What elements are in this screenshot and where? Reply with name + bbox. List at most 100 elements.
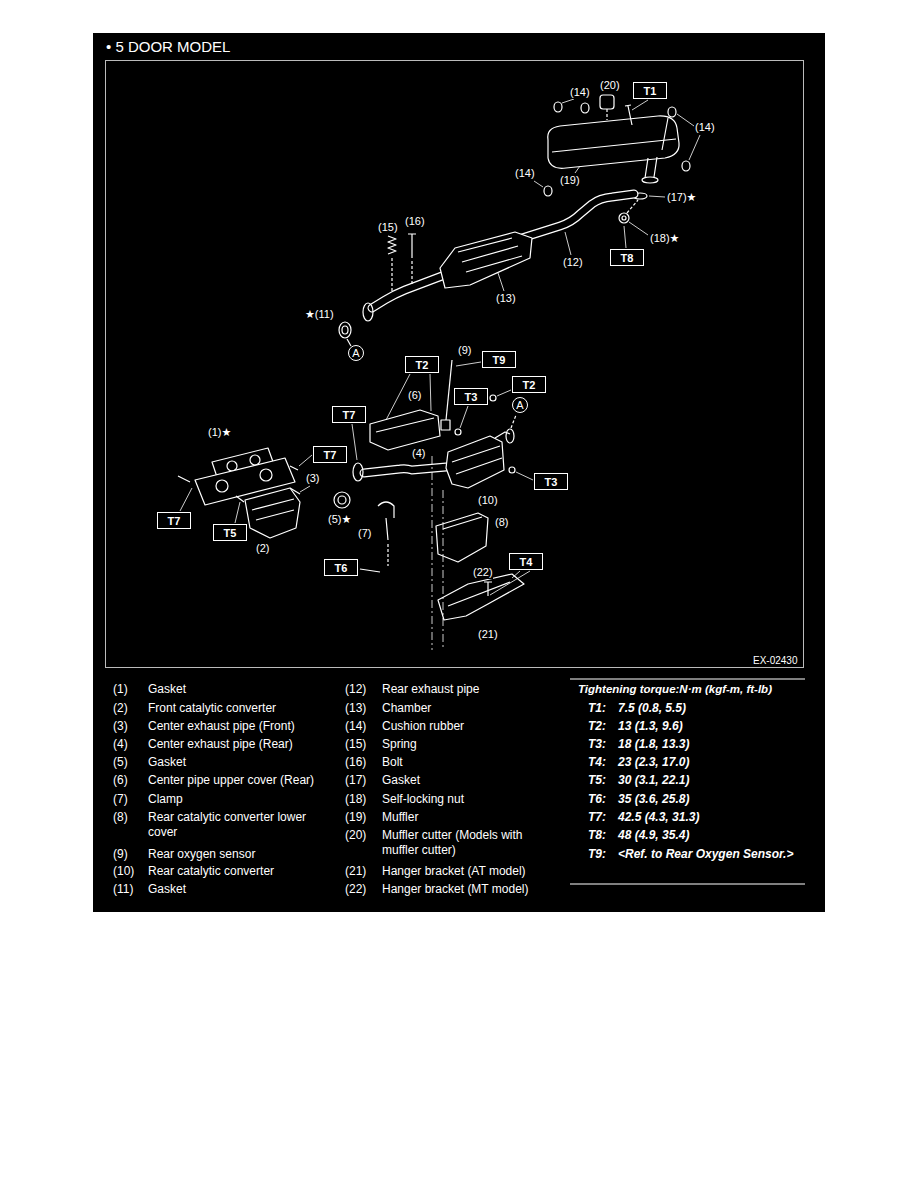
callout-number: (5)★	[328, 513, 351, 526]
torque-box: T3	[534, 473, 568, 490]
bolt	[408, 234, 416, 258]
part-number: (15)	[345, 737, 366, 752]
gasket	[339, 322, 351, 338]
muffler	[548, 116, 679, 168]
nut	[455, 429, 461, 435]
dash-line	[511, 415, 516, 428]
pipe-flange	[353, 463, 363, 481]
center-pipe-rear	[364, 467, 446, 473]
converter-ribs	[252, 499, 294, 520]
front-pipe	[372, 276, 442, 308]
nut	[622, 216, 626, 220]
center-pipe-rear	[364, 467, 446, 473]
callout-number: (16)	[405, 215, 425, 228]
leader-line	[649, 196, 665, 197]
leader-lines	[180, 99, 700, 595]
torque-code: T8	[621, 252, 634, 264]
part-number: (2)	[113, 701, 128, 716]
part-name: Gasket	[148, 755, 336, 770]
torque-value: 7.5 (0.8, 5.5)	[618, 701, 798, 716]
callout-number: (15)	[378, 221, 398, 234]
leader-line	[534, 181, 543, 187]
part-number: (20)	[345, 828, 366, 843]
part-name: Cushion rubber	[382, 719, 560, 734]
oxygen-sensor	[441, 420, 450, 430]
torque-code: T4	[520, 556, 533, 568]
leader-line	[629, 222, 648, 235]
part-name: Rear catalytic converter	[148, 864, 336, 879]
clamp	[378, 502, 394, 540]
part-name: Self-locking nut	[382, 792, 560, 807]
torque-code: T1:	[588, 701, 606, 716]
part-name: Rear catalytic converter lower cover	[148, 810, 336, 840]
torque-value: <Ref. to Rear Oxygen Sensor.>	[618, 847, 798, 862]
reference-circle: A	[348, 345, 364, 361]
chamber	[440, 232, 532, 288]
part-name: Hanger bracket (MT model)	[382, 882, 560, 897]
torque-heading: Tightening torque:N·m (kgf-m, ft-lb)	[578, 682, 772, 697]
nut	[490, 395, 496, 401]
torque-box: T2	[512, 376, 546, 393]
cushion-rubber	[581, 103, 589, 113]
cushion-rubber	[668, 107, 676, 117]
bolt	[625, 105, 632, 125]
part-name: Gasket	[148, 882, 336, 897]
dash-line	[606, 109, 607, 120]
torque-code: T2:	[588, 719, 606, 734]
torque-value: 30 (3.1, 22.1)	[618, 773, 798, 788]
nut	[619, 213, 629, 223]
part-number: (10)	[113, 864, 134, 879]
part-name: Rear exhaust pipe	[382, 682, 560, 697]
torque-box: T7	[332, 406, 366, 423]
torque-box: T7	[313, 446, 347, 463]
part-outlines	[178, 232, 532, 650]
part-name: Gasket	[382, 773, 560, 788]
black-panel	[93, 33, 825, 912]
cushion-rubber	[554, 102, 562, 112]
converter-ribs	[452, 446, 502, 474]
nut	[509, 467, 515, 473]
part-name: Front catalytic converter	[148, 701, 336, 716]
leader-line	[460, 406, 468, 428]
part-name: Gasket	[148, 682, 336, 697]
part-name: Clamp	[148, 792, 336, 807]
part-name: Rear oxygen sensor	[148, 847, 336, 862]
leader-line	[490, 571, 530, 595]
leader-line	[347, 339, 351, 346]
torque-code: T7:	[588, 810, 606, 825]
leader-line	[386, 374, 431, 420]
torque-code: T8:	[588, 828, 606, 843]
gasket	[338, 496, 346, 504]
torque-box: T8	[610, 249, 644, 266]
bolt	[178, 466, 298, 502]
torque-code: T9:	[588, 847, 606, 862]
torque-code: T1	[644, 85, 657, 97]
callout-number: (10)	[478, 494, 498, 507]
dash-line	[392, 258, 412, 292]
cushion-rubber	[544, 186, 552, 196]
bolt	[360, 569, 380, 572]
manifold-port	[216, 480, 228, 492]
part-number: (5)	[113, 755, 128, 770]
callout-number: (12)	[563, 256, 583, 269]
leader-line	[516, 472, 533, 480]
pipe-stub	[290, 488, 300, 494]
leader-line	[180, 488, 192, 511]
part-number: (22)	[345, 882, 366, 897]
torque-box: T6	[324, 559, 358, 576]
part-name: Center pipe upper cover (Rear)	[148, 773, 336, 788]
part-name: Bolt	[382, 755, 560, 770]
callout-number: (22)	[473, 566, 493, 579]
torque-box: T9	[482, 351, 516, 368]
part-number: (16)	[345, 755, 366, 770]
outlet-flange	[506, 429, 514, 443]
part-number: (19)	[345, 810, 366, 825]
torque-box: T5	[213, 524, 247, 541]
part-number: (1)	[113, 682, 128, 697]
gasket	[334, 492, 350, 508]
callout-number: (7)	[358, 527, 371, 540]
muffler-cutter	[600, 95, 614, 109]
center-line	[432, 456, 443, 650]
chamber-ribs	[458, 238, 522, 272]
